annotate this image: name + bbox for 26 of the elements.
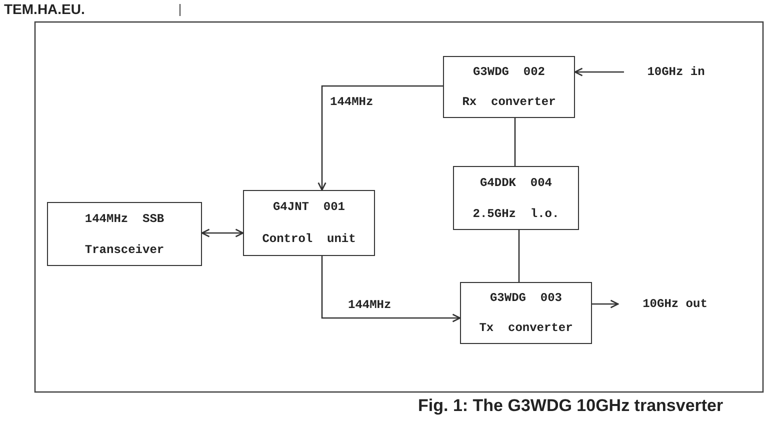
block-box (47, 202, 202, 266)
page-header-text: TEM.HA.EU. (4, 1, 85, 17)
figure-caption: Fig. 1: The G3WDG 10GHz transverter (418, 396, 724, 416)
module-name: 2.5GHz l.o. (472, 206, 560, 220)
arrow (321, 256, 461, 322)
connector-line (518, 230, 520, 282)
module-name: Tx converter (479, 321, 573, 335)
arrow (201, 228, 244, 238)
module-id: G3WDG 002 (472, 65, 545, 79)
block-box (443, 56, 575, 118)
module-name: Transceiver (84, 242, 164, 256)
module-id: G4JNT 001 (272, 200, 345, 214)
block-box (460, 282, 592, 344)
connector-line (514, 118, 516, 166)
arrow (318, 85, 443, 191)
module-name: Control unit (262, 232, 356, 246)
module-id: G3WDG 003 (490, 291, 562, 305)
arrow (574, 68, 624, 76)
module-id: G4DDK 004 (480, 176, 552, 190)
signal-label: 10GHz out (620, 294, 730, 314)
module-id: 144MHz SSB (84, 212, 164, 226)
signal-label: 10GHz in (626, 62, 726, 82)
module-name: Rx converter (462, 95, 556, 109)
block-box (453, 166, 579, 230)
block-box (243, 190, 375, 256)
arrow (592, 300, 619, 308)
